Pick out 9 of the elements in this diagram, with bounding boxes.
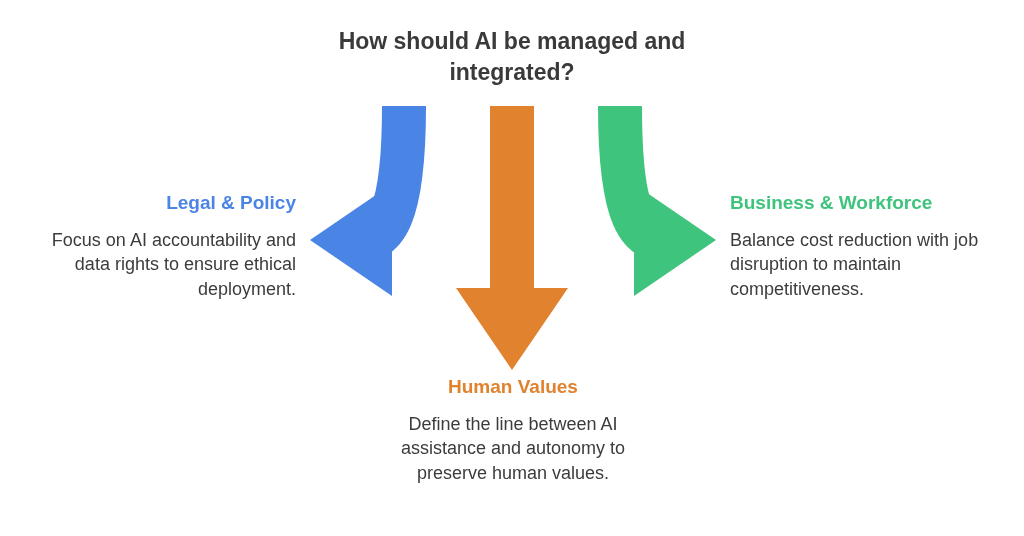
category-heading: Human Values — [447, 376, 579, 398]
description-text: Focus on AI accountability and data rights to ensure ethical deployment. — [50, 229, 296, 301]
category-heading: Business & Workforce — [730, 192, 934, 214]
block-arrow — [456, 106, 568, 370]
question-heading: How should AI be managed and integrated? — [312, 26, 712, 89]
description-text: Balance cost reduction with job disruption to maintain competitiveness. — [730, 229, 980, 301]
category-heading: Legal & Policy — [165, 192, 296, 214]
block-arrow — [598, 105, 716, 294]
description-text: Define the line between AI assistance and autonomy to preserve human values. — [399, 413, 627, 485]
